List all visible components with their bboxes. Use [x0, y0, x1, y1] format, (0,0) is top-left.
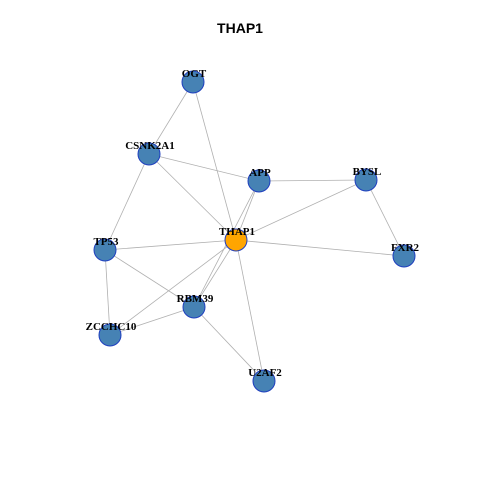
edge-rbm39-zcchc10: [109, 306, 195, 336]
node-rbm39: RBM39: [177, 293, 214, 319]
edge-bysl-fxr2: [365, 179, 405, 257]
edge-rbm39-u2af2: [193, 306, 265, 382]
node-circle: [252, 369, 276, 393]
edge-thap1-fxr2: [235, 239, 405, 257]
node-label: U2AF2: [248, 367, 282, 379]
node-app: APP: [247, 167, 271, 193]
node-label: THAP1: [219, 226, 255, 238]
node-csnk2a1: CSNK2A1: [125, 140, 175, 166]
node-circle: [93, 238, 117, 262]
diagram-title: THAP1: [217, 20, 263, 36]
edge-thap1-tp53: [104, 239, 237, 251]
node-thap1: THAP1: [219, 226, 255, 252]
node-label: CSNK2A1: [125, 140, 175, 152]
edge-thap1-u2af2: [235, 239, 265, 382]
node-label: RBM39: [177, 293, 214, 305]
node-label: TP53: [93, 236, 119, 248]
node-ogt: OGT: [181, 68, 207, 94]
node-label: OGT: [182, 68, 207, 80]
node-tp53: TP53: [93, 236, 119, 262]
node-u2af2: U2AF2: [248, 367, 282, 393]
node-circle: [224, 228, 248, 252]
node-fxr2: FXR2: [391, 242, 420, 268]
edge-csnk2a1-thap1: [148, 153, 237, 241]
edge-bysl-thap1: [235, 179, 367, 241]
edge-app-bysl: [258, 179, 367, 182]
node-circle: [98, 323, 122, 347]
edge-tp53-zcchc10: [104, 249, 111, 336]
edge-thap1-zcchc10: [109, 239, 237, 336]
node-label: FXR2: [391, 242, 420, 254]
node-label: BYSL: [353, 166, 382, 178]
node-circle: [392, 244, 416, 268]
node-bysl: BYSL: [353, 166, 382, 192]
node-circle: [182, 295, 206, 319]
edge-csnk2a1-tp53: [104, 153, 150, 251]
node-label: APP: [249, 167, 271, 179]
node-zcchc10: ZCCHC10: [86, 321, 137, 347]
node-circle: [354, 168, 378, 192]
edge-tp53-rbm39: [104, 249, 195, 308]
edge-csnk2a1-app: [148, 153, 260, 182]
node-circle: [181, 70, 205, 94]
edge-thap1-rbm39: [193, 239, 237, 308]
node-circle: [137, 142, 161, 166]
edge-ogt-csnk2a1: [148, 81, 194, 155]
edges-layer: [104, 81, 405, 382]
node-circle: [247, 169, 271, 193]
node-label: ZCCHC10: [86, 321, 137, 333]
edge-ogt-thap1: [192, 81, 237, 241]
